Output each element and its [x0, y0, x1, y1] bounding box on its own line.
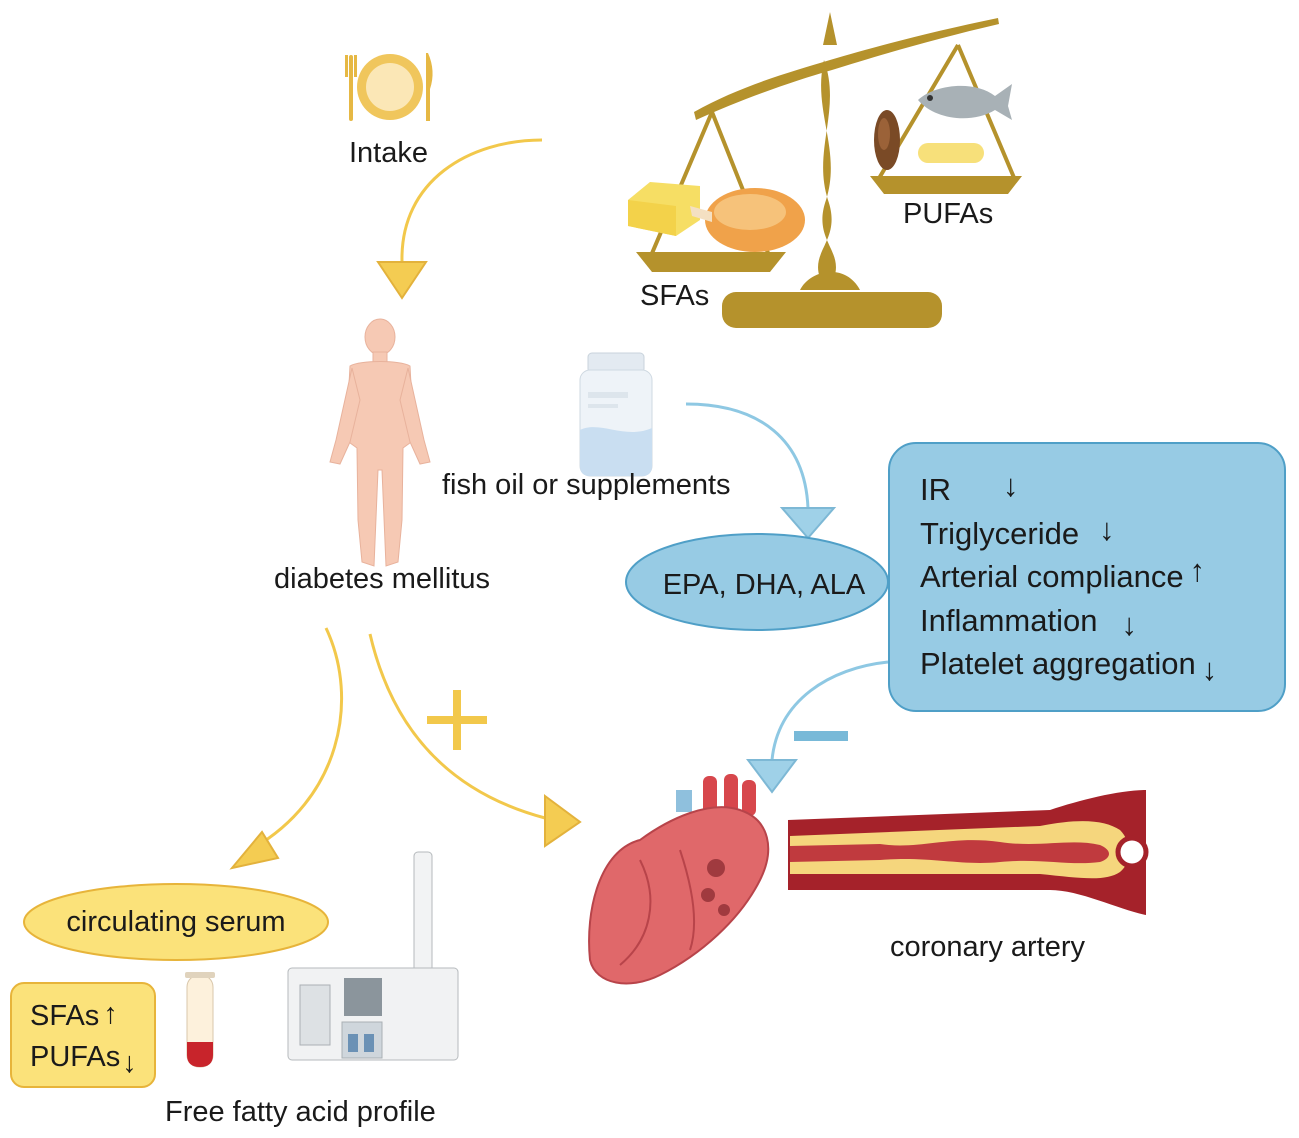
intake-label: Intake [349, 137, 428, 169]
protective-arrow [746, 660, 889, 794]
minus-sign [794, 731, 848, 741]
circulating-serum-label: circulating serum [66, 906, 286, 938]
plate-icon [345, 53, 433, 121]
up-arrow-icon: ↑ [103, 998, 118, 1030]
down-arrow-icon: ↓ [1201, 652, 1218, 687]
effect-row: Inflammation ↓ [920, 599, 1284, 643]
effect-text: Platelet aggregation [920, 646, 1196, 681]
effect-row: IR ↓ [920, 468, 1284, 512]
heart-icon [588, 774, 770, 985]
serum-change-row: PUFAs↓ [30, 1037, 154, 1079]
butter-icon [628, 182, 700, 236]
circulating-serum-oval [23, 883, 329, 961]
serum-changes-box: SFAs↑ PUFAs↓ [10, 982, 156, 1088]
supplement-arrow [685, 402, 837, 540]
supplement-capsule-icon [918, 143, 984, 163]
blood-tube-icon [185, 972, 215, 1068]
serum-change-text: SFAs [30, 1000, 100, 1032]
pufas-scale-label: PUFAs [903, 198, 994, 230]
effect-row: Arterial compliance↑ [920, 553, 1284, 599]
down-arrow-icon: ↓ [1099, 511, 1115, 547]
down-arrow-icon: ↓ [1003, 468, 1019, 503]
balance-scale-icon [636, 12, 1022, 328]
serum-change-text: PUFAs [30, 1041, 121, 1073]
up-arrow-icon: ↑ [1189, 553, 1206, 588]
plus-sign [427, 690, 487, 750]
intake-arrow [376, 138, 543, 300]
sfas-scale-label: SFAs [640, 280, 710, 312]
serum-change-row: SFAs↑ [30, 996, 154, 1037]
almond-icon [874, 110, 900, 170]
effect-text: Arterial compliance [920, 559, 1184, 594]
effect-text: Triglyceride [920, 515, 1080, 551]
free-fatty-acid-label: Free fatty acid profile [165, 1096, 436, 1128]
supplement-jar-icon [579, 352, 653, 477]
effect-text: Inflammation [920, 602, 1098, 638]
coronary-artery-label: coronary artery [890, 931, 1086, 963]
effect-row: Triglyceride ↓ [920, 512, 1284, 556]
coronary-artery-icon [788, 790, 1149, 915]
effect-text: IR [920, 472, 951, 507]
fish-icon [918, 84, 1012, 120]
risk-arrow [368, 633, 582, 848]
fish-oil-label: fish oil or supplements [442, 469, 731, 501]
down-arrow-icon: ↓ [122, 1047, 137, 1079]
effects-box: IR ↓ Triglyceride ↓ Arterial compliance↑ I… [888, 442, 1286, 712]
effect-row: Platelet aggregation↓ [920, 642, 1284, 687]
down-arrow-icon: ↓ [1121, 606, 1137, 642]
diabetes-label: diabetes mellitus [274, 563, 490, 595]
mass-spectrometer-icon [287, 851, 459, 1061]
human-figure-icon [329, 318, 431, 567]
serum-arrow [229, 627, 344, 870]
roast-chicken-icon [690, 188, 805, 252]
epa-dha-ala-label: EPA, DHA, ALA [662, 569, 866, 601]
